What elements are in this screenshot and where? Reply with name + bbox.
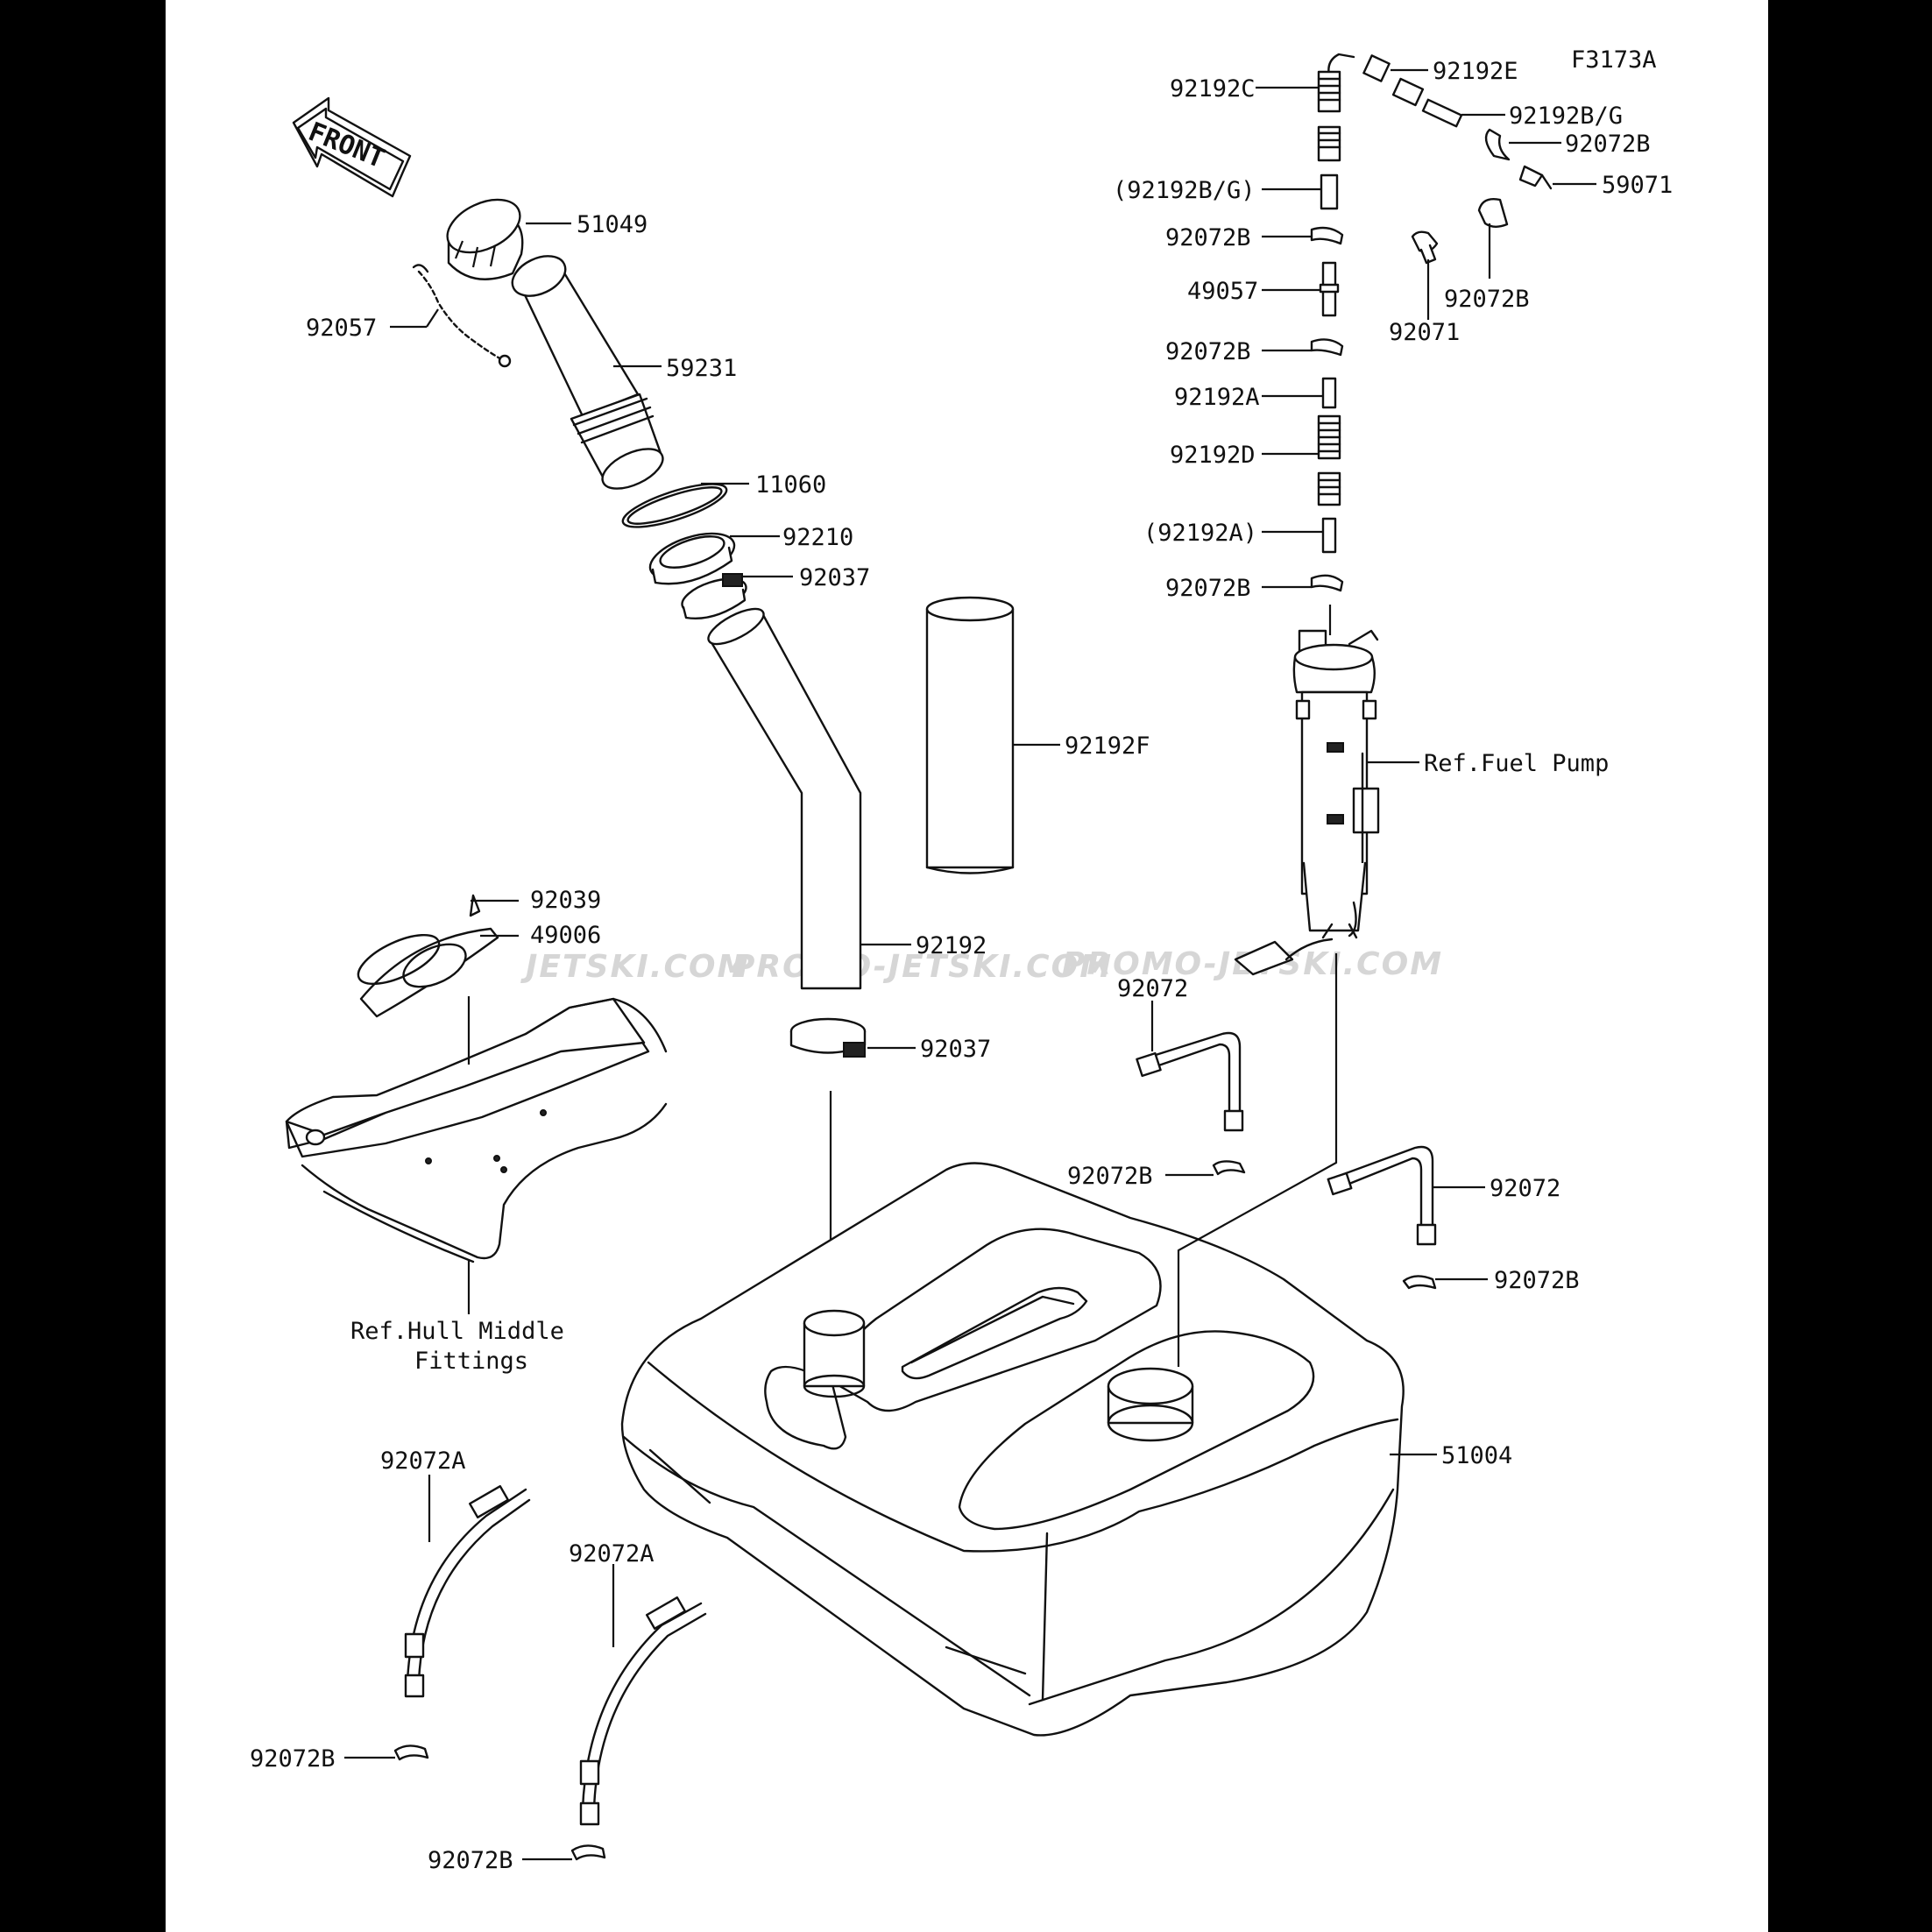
label-92037-bot: 92037 bbox=[920, 1036, 991, 1063]
o-ring bbox=[621, 483, 728, 528]
strap-92072-right bbox=[1327, 1145, 1437, 1246]
watermark-1: JETSKI.COM bbox=[520, 949, 750, 985]
label-92072B-b: 92072B bbox=[1165, 338, 1251, 365]
diagram-sheet: JETSKI.COM PROMO-JETSKI.COM PROMO-JETSKI… bbox=[166, 0, 1768, 1932]
label-92192A: 92192A bbox=[1174, 384, 1260, 411]
label-hull-ref-1: Ref.Hull Middle bbox=[350, 1318, 564, 1345]
label-92071: 92071 bbox=[1389, 319, 1460, 346]
label-92192: 92192 bbox=[916, 932, 987, 959]
figure-code: F3173A bbox=[1571, 46, 1657, 74]
label-92192E: 92192E bbox=[1433, 58, 1518, 85]
fuel-pump bbox=[1292, 629, 1380, 939]
clip-92072B-bm bbox=[570, 1844, 606, 1861]
pump-connector bbox=[1234, 940, 1294, 976]
label-92192F: 92192F bbox=[1065, 732, 1150, 760]
label-92039: 92039 bbox=[530, 887, 601, 914]
label-92072B-side: 92072B bbox=[1444, 286, 1530, 313]
label-92037-top: 92037 bbox=[799, 564, 870, 591]
strap-92072A-left bbox=[404, 1485, 531, 1698]
label-92192BG: 92192B/G bbox=[1509, 103, 1623, 130]
strap-92072A-mid bbox=[579, 1596, 707, 1826]
label-49006: 49006 bbox=[530, 922, 601, 949]
label-hull-ref-2: Fittings bbox=[414, 1348, 528, 1375]
label-92192A-paren: (92192A) bbox=[1143, 520, 1257, 547]
label-59071: 59071 bbox=[1602, 172, 1673, 199]
hose-clamp-top bbox=[681, 573, 747, 619]
label-92072-right: 92072 bbox=[1490, 1175, 1560, 1202]
label-92192BG-paren: (92192B/G) bbox=[1113, 177, 1256, 204]
cap-chain bbox=[417, 270, 503, 361]
label-92072B-top: 92072B bbox=[1565, 131, 1651, 158]
label-92072B-mid: 92072B bbox=[1067, 1163, 1153, 1190]
clip-92072B-right bbox=[1402, 1275, 1437, 1290]
front-arrow-icon: FRONT bbox=[292, 96, 412, 198]
label-92072B-a: 92072B bbox=[1165, 224, 1251, 251]
label-92192D: 92192D bbox=[1170, 442, 1256, 469]
label-92072B-right: 92072B bbox=[1494, 1267, 1580, 1294]
fuel-tank bbox=[620, 1162, 1405, 1737]
label-49057: 49057 bbox=[1187, 278, 1258, 305]
filler-neck bbox=[511, 255, 664, 490]
exploded-view-diagram: JETSKI.COM PROMO-JETSKI.COM PROMO-JETSKI… bbox=[250, 46, 1673, 1874]
strap-92072-top bbox=[1136, 1031, 1244, 1132]
label-11060: 11060 bbox=[755, 471, 826, 499]
label-51049: 51049 bbox=[577, 211, 648, 238]
label-92192C: 92192C bbox=[1170, 75, 1256, 103]
protective-sleeve bbox=[925, 596, 1015, 874]
label-92072B-bm: 92072B bbox=[428, 1847, 513, 1874]
label-51004: 51004 bbox=[1441, 1442, 1512, 1469]
label-92072A-left: 92072A bbox=[380, 1447, 466, 1475]
label-fuel-pump-ref: Ref.Fuel Pump bbox=[1424, 750, 1609, 777]
label-92072B-bl: 92072B bbox=[250, 1745, 336, 1773]
label-92057: 92057 bbox=[306, 315, 377, 342]
label-92072A-mid: 92072A bbox=[569, 1540, 655, 1568]
clip-92072B-mid bbox=[1212, 1160, 1246, 1176]
filler-nut bbox=[648, 532, 736, 585]
label-59231: 59231 bbox=[666, 355, 737, 382]
label-92072B-c: 92072B bbox=[1165, 575, 1251, 602]
hose-clamp-bottom bbox=[789, 1017, 867, 1058]
filler-cap bbox=[446, 198, 524, 280]
label-92210: 92210 bbox=[782, 524, 853, 551]
label-92072-top: 92072 bbox=[1117, 975, 1188, 1002]
hull-middle-fittings: 92039 49006 bbox=[285, 887, 668, 1263]
clip-92072B-bl bbox=[393, 1744, 429, 1761]
watermark-2: PROMO-JETSKI.COM bbox=[732, 949, 1113, 985]
filler-hose bbox=[707, 607, 862, 990]
